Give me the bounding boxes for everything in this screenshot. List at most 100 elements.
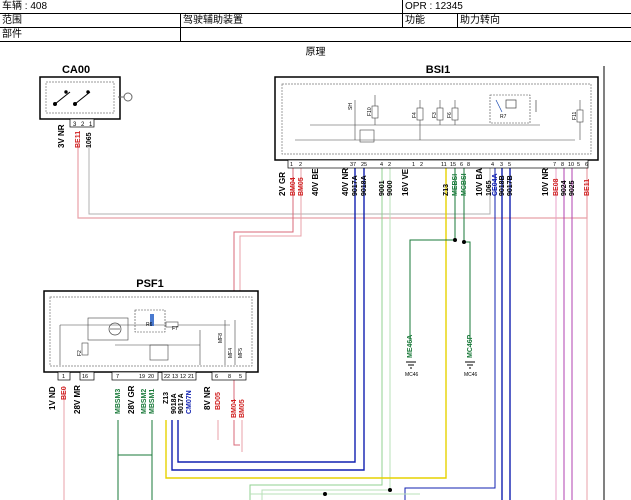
- bsi1-wire-mcbsi: MCBSI: [461, 173, 468, 196]
- psf1-e-pin-8: 8: [228, 374, 231, 380]
- bsi1-conn-b: 40V BE: [311, 168, 320, 196]
- bsi1-e-pin-1: 1: [412, 162, 415, 168]
- psf1-conn-a: 1V ND: [48, 386, 57, 410]
- fuse-f7-icon: [165, 321, 179, 328]
- fuse-f3-icon: [436, 107, 444, 121]
- bsi1-conn-e: 16V VE: [401, 168, 410, 196]
- bsi1-f-pin-8: 8: [467, 162, 470, 168]
- psf1-wire-9017a: 9017A: [178, 393, 185, 414]
- bsi1-conn-g: 10V BA: [475, 168, 484, 196]
- bsi1-h-pin-6: 6: [585, 162, 588, 168]
- bsi1-h-pin-7: 7: [553, 162, 556, 168]
- wire-mbsm: [117, 420, 153, 456]
- wire-9000: [261, 168, 391, 500]
- ca00-switch-icon: [53, 90, 91, 106]
- bsi1-c-pin-25: 25: [361, 162, 367, 168]
- header-row-3: 部件: [0, 28, 631, 42]
- function-value: 助力转向: [460, 15, 500, 26]
- ca00-wire-1065: 1065: [86, 132, 93, 148]
- ca00-pin-1: 1: [89, 122, 93, 128]
- wire-bm04-b: [233, 380, 240, 446]
- bsi1-box: [274, 76, 599, 161]
- bsi1-wire-9000: 9000: [387, 180, 394, 196]
- fuse-f2-icon: [81, 342, 89, 356]
- ground-me-label: ME46A: [407, 335, 414, 358]
- opr-cell: OPR : 12345: [405, 1, 463, 12]
- bsi1-wire-ce04a: CE04A: [492, 173, 499, 196]
- wire-1065: [88, 145, 491, 215]
- ground-me46a: ME46A MC46: [405, 335, 419, 378]
- psf1-e-pin-5: 5: [239, 374, 242, 380]
- fuse-f11-icon: [576, 109, 584, 123]
- psf1-e-pin-6: 6: [215, 374, 218, 380]
- bsi1-wire-1065: 1065: [486, 180, 493, 196]
- fuse-f4-icon: [416, 107, 424, 121]
- bsi1-label-f3: F3: [432, 112, 438, 118]
- ca00-title: CA00: [62, 64, 90, 76]
- psf1-internal-circuit: [59, 309, 236, 365]
- psf1-title: PSF1: [136, 278, 164, 290]
- bsi1-g-pin-3: 3: [500, 162, 503, 168]
- psf1-wire-bd05: BD05: [215, 392, 222, 410]
- psf1-d-pin-13: 13: [172, 374, 178, 380]
- wire-mcbsi: [463, 168, 471, 340]
- function-label: 功能: [405, 15, 425, 26]
- bsi1-label-f6: F6: [447, 112, 453, 118]
- bsi1-g-pin-4: 4: [491, 162, 494, 168]
- bsi1-wire-9001: 9001: [379, 180, 386, 196]
- psf1-wire-bm05: BM05: [239, 399, 246, 418]
- bsi1-e-pin-2: 2: [420, 162, 423, 168]
- bsi1-f-pin-11: 11: [441, 162, 447, 168]
- psf1-wire-9018a: 9018A: [171, 393, 178, 414]
- psf1-label-mf4: MF4: [228, 348, 234, 358]
- ca00-pin-2: 2: [81, 122, 85, 128]
- wire-mebsi: [409, 168, 456, 340]
- ca00-wire-be11: BE11: [75, 131, 82, 148]
- scope-label: 范围: [2, 15, 22, 26]
- ca00-pin-3: 3: [73, 122, 77, 128]
- bsi1-wire-mebsi: MEBSI: [452, 174, 459, 196]
- psf1-b-pin-19: 19: [139, 374, 145, 380]
- bsi1-h-pin-10: 10: [568, 162, 574, 168]
- bsi1-label-f4: F4: [412, 112, 418, 118]
- psf1-conn-c: 28V GR: [127, 385, 136, 414]
- bsi1-wire-9025: 9025: [569, 180, 576, 196]
- psf1-conn-e: 8V NR: [203, 386, 212, 410]
- fuse-f6-icon: [451, 107, 459, 121]
- bsi1-wire-be11: BE11: [584, 179, 591, 196]
- vehicle-cell: 车辆 : 408: [2, 1, 48, 12]
- psf1-wire-mbsm3: MBSM3: [115, 389, 122, 414]
- psf1-wire-mbsm2: MBSM2: [141, 389, 148, 414]
- bsi1-pin-strip: [287, 159, 589, 169]
- header-row-1: 车辆 : 408 OPR : 12345: [0, 0, 631, 14]
- bsi1-wire-9017a: 9017A: [352, 175, 359, 196]
- key-icon: [118, 92, 133, 102]
- fuse-f10-icon: [371, 105, 379, 119]
- bsi1-wire-9018a: 9018A: [361, 175, 368, 196]
- psf1-conn-b: 28V MR: [73, 385, 82, 414]
- ca00-connector: 3V NR: [57, 124, 66, 148]
- bsi1-c-pin-37: 37: [350, 162, 356, 168]
- bsi1-label-f10: F10: [367, 107, 373, 116]
- r6-icon: [150, 314, 154, 326]
- bsi1-wire-9017b: 9017B: [507, 175, 514, 196]
- bsi1-wire-9024: 9024: [561, 180, 568, 196]
- ground-mc-sub: MC46: [464, 372, 478, 378]
- bsi1-a-pin-2: 2: [299, 162, 302, 168]
- psf1-label-mf5: MF5: [238, 348, 244, 358]
- bsi1-title: BSI1: [426, 64, 450, 76]
- psf1-a-pin-1: 1: [62, 374, 65, 380]
- bsi1-g-pin-5: 5: [508, 162, 511, 168]
- bsi1-conn-h: 10V NR: [541, 168, 550, 196]
- psf1-wire-mbsm1: MBSM1: [149, 389, 156, 414]
- bsi1-wire-be08: BE08: [553, 178, 560, 196]
- part-label: 部件: [2, 29, 22, 40]
- wire-mbsm-b: [117, 455, 153, 500]
- psf1-b-pin-20: 20: [148, 374, 154, 380]
- psf1-b-pin-16: 16: [82, 374, 88, 380]
- section-title: 原理: [305, 47, 326, 58]
- bsi1-f-pin-15: 15: [450, 162, 456, 168]
- psf1-label-f7: F7: [172, 326, 178, 332]
- psf1-label-mf8: MF8: [218, 333, 224, 343]
